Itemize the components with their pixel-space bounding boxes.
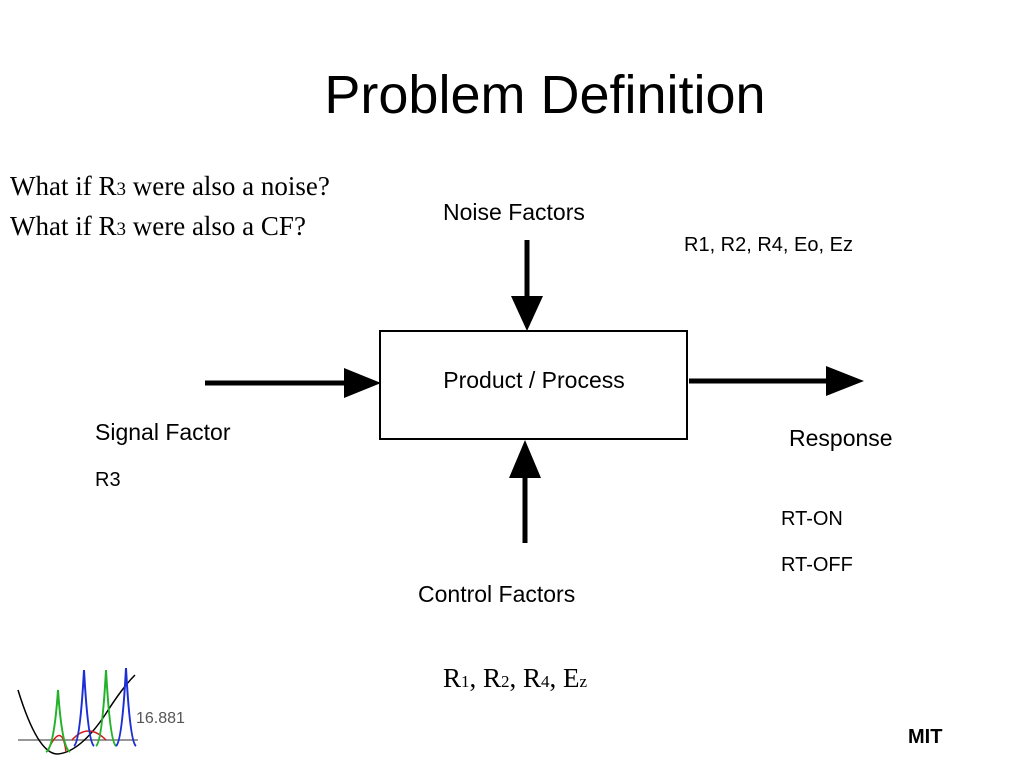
noise-factors-label: Noise Factors (443, 199, 585, 225)
control-factors-label: Control Factors (418, 581, 576, 607)
signal-factor-label: Signal Factor (95, 419, 231, 445)
noise-factors-values: R1, R2, R4, Eo, Ez (684, 234, 853, 256)
signal-arrow (205, 368, 381, 398)
noise-arrow (511, 240, 543, 331)
response-arrow (689, 366, 864, 396)
response-label: Response (789, 425, 893, 451)
course-logo (17, 667, 138, 755)
process-box (379, 330, 688, 440)
course-number: 16.881 (136, 710, 185, 727)
process-box-label: Product / Process (443, 367, 625, 393)
question-noise: What if R3 were also a noise? (10, 171, 330, 201)
response-value-off: RT-OFF (781, 554, 853, 576)
question-control-factor: What if R3 were also a CF? (10, 211, 306, 241)
signal-factor-value: R3 (95, 469, 121, 491)
mit-footer: MIT (908, 726, 943, 748)
control-arrow (509, 440, 541, 543)
response-value-on: RT-ON (781, 508, 843, 530)
slide-title: Problem Definition (324, 65, 766, 125)
control-factors-values: R1, R2, R4, Ez (443, 663, 588, 693)
